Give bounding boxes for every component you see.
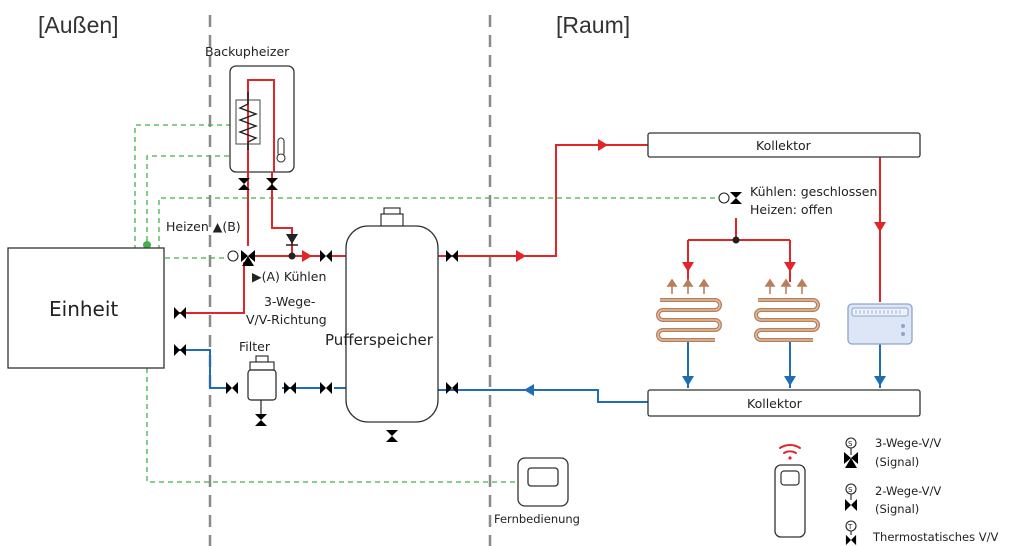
wireless-remote-icon <box>774 464 806 538</box>
collector-top-label: Kollektor <box>756 138 812 153</box>
unit-supply-valve <box>174 307 186 319</box>
filter-body <box>247 355 277 414</box>
svg-text:S: S <box>848 440 853 448</box>
legend-three-way-label-2: (Signal) <box>875 455 919 469</box>
legend: S 3-Wege-V/V (Signal) S 2-Wege-V/V (Sign… <box>844 436 998 546</box>
tank-return-out-valve <box>446 382 458 394</box>
radiator-icon <box>847 303 913 345</box>
collector-bottom <box>647 389 921 417</box>
backup-heater-element <box>235 79 275 172</box>
legend-three-way-label-1: 3-Wege-V/V <box>875 436 941 450</box>
filter-drain-valve <box>255 414 267 426</box>
zone-title-room: [Raum] <box>556 12 630 38</box>
unit-label: Einheit <box>49 297 118 321</box>
three-way-direction-label-2: V/V-Richtung <box>246 312 327 327</box>
supply-flow-arrows <box>302 139 886 272</box>
bypass-junction-dot <box>288 252 296 260</box>
cooling-a-label: ▶(A) Kühlen <box>252 269 326 284</box>
signal-lines <box>134 124 726 483</box>
buffer-tank-vent <box>380 207 404 227</box>
legend-thermostatic-label: Thermostatisches V/V <box>872 530 998 544</box>
bypass-check-valve <box>286 234 298 246</box>
tank-inlet-valve <box>320 250 332 262</box>
tank-drain-valve <box>386 430 398 442</box>
legend-two-way-label-1: 2-Wege-V/V <box>875 484 941 498</box>
collector-top <box>647 132 921 158</box>
buffer-tank <box>345 225 439 423</box>
wifi-icon <box>779 443 801 460</box>
unit-box <box>7 247 165 369</box>
filter-valve-left <box>226 382 238 394</box>
return-flow-arrows <box>524 376 886 396</box>
buffer-tank-label: Pufferspeicher <box>325 331 434 349</box>
floor-heating-coil-right <box>754 278 820 342</box>
supply-junction-dot <box>732 236 740 244</box>
backup-heater-label: Backupheizer <box>205 44 290 59</box>
remote-controller-label: Fernbedienung <box>494 512 580 526</box>
remote-controller-icon <box>517 457 569 507</box>
two-way-valve-actuator <box>718 192 730 204</box>
svg-text:S: S <box>848 486 853 494</box>
cooling-closed-label: Kühlen: geschlossen <box>750 184 877 199</box>
tank-outlet-valve <box>446 250 458 262</box>
collector-bottom-label: Kollektor <box>747 396 803 411</box>
zone-title-outside: [Außen] <box>38 12 119 38</box>
legend-two-way-valve-icon: S <box>845 483 857 511</box>
legend-two-way-label-2: (Signal) <box>875 502 919 516</box>
legend-thermostatic-valve-icon: T <box>845 520 857 546</box>
heating-open-label: Heizen: offen <box>750 202 833 217</box>
heating-b-label: Heizen ▲(B) <box>166 219 241 234</box>
legend-three-way-valve-icon: S <box>844 437 858 468</box>
backup-heater-thermometer <box>276 137 286 163</box>
tank-return-valve <box>320 382 332 394</box>
filter-label: Filter <box>239 339 271 354</box>
svg-text:T: T <box>847 523 853 531</box>
unit-return-valve <box>174 344 186 356</box>
three-way-direction-label-1: 3-Wege- <box>264 294 315 309</box>
floor-heating-coil-left <box>656 278 722 342</box>
filter-valve-right <box>284 382 296 394</box>
signal-junction-dot <box>143 241 151 249</box>
heater-valve-right <box>266 178 278 190</box>
three-way-valve-actuator <box>227 250 239 262</box>
two-way-valve-room <box>730 192 742 204</box>
